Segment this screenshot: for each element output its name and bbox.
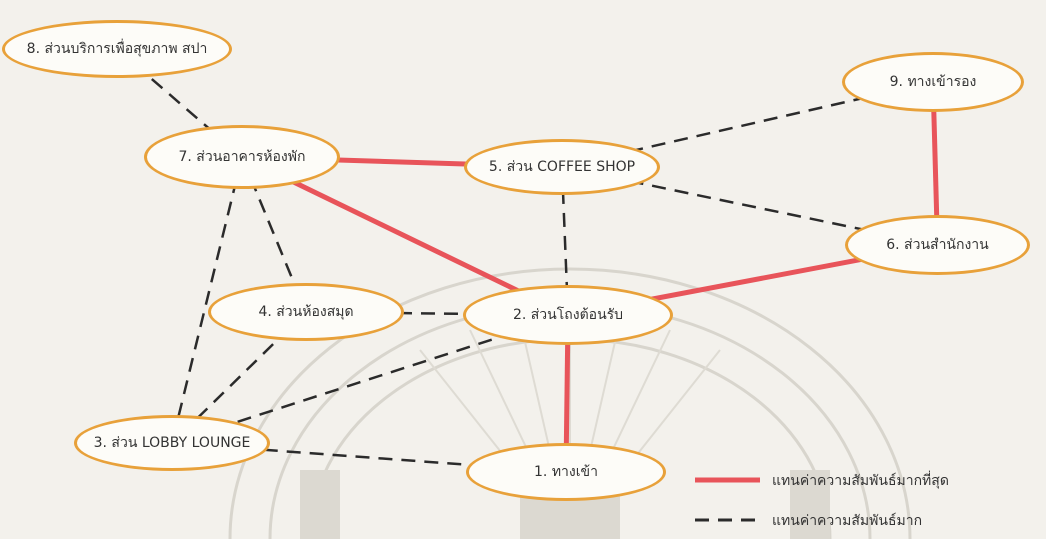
legend-lines (695, 477, 760, 522)
node-spa: 8. ส่วนบริการเพื่อสุขภาพ สปา (2, 20, 232, 78)
node-label: 7. ส่วนอาคารห้องพัก (178, 149, 306, 165)
node-label: 8. ส่วนบริการเพื่อสุขภาพ สปา (26, 41, 208, 57)
node-coffee-shop: 5. ส่วน COFFEE SHOP (464, 139, 660, 195)
edges-layer (116, 48, 940, 474)
node-library: 4. ส่วนห้องสมุด (208, 283, 404, 341)
legend-weak-label: แทนค่าความสัมพันธ์มาก (772, 513, 923, 529)
node-label: 2. ส่วนโถงต้อนรับ (512, 307, 624, 323)
edge-n5-n6 (561, 165, 938, 247)
node-label: 3. ส่วน LOBBY LOUNGE (93, 435, 251, 451)
node-secondary-entrance: 9. ทางเข้ารอง (842, 52, 1024, 112)
node-label: 4. ส่วนห้องสมุด (258, 304, 354, 320)
legend-strong-label: แทนค่าความสัมพันธ์มากที่สุด (772, 473, 949, 489)
edge-n5-n9 (561, 80, 934, 169)
node-label: 1. ทางเข้า (534, 464, 598, 480)
node-guest-rooms: 7. ส่วนอาคารห้องพัก (144, 125, 340, 189)
node-label: 5. ส่วน COFFEE SHOP (488, 159, 636, 175)
node-label: 9. ทางเข้ารอง (889, 74, 977, 90)
node-lobby-lounge: 3. ส่วน LOBBY LOUNGE (74, 415, 270, 471)
node-office: 6. ส่วนสำนักงาน (845, 215, 1030, 275)
edge-n7-n3 (170, 156, 244, 444)
node-label: 6. ส่วนสำนักงาน (886, 237, 989, 253)
node-entrance: 1. ทางเข้า (466, 443, 666, 501)
node-reception-hall: 2. ส่วนโถงต้อนรับ (463, 285, 673, 345)
